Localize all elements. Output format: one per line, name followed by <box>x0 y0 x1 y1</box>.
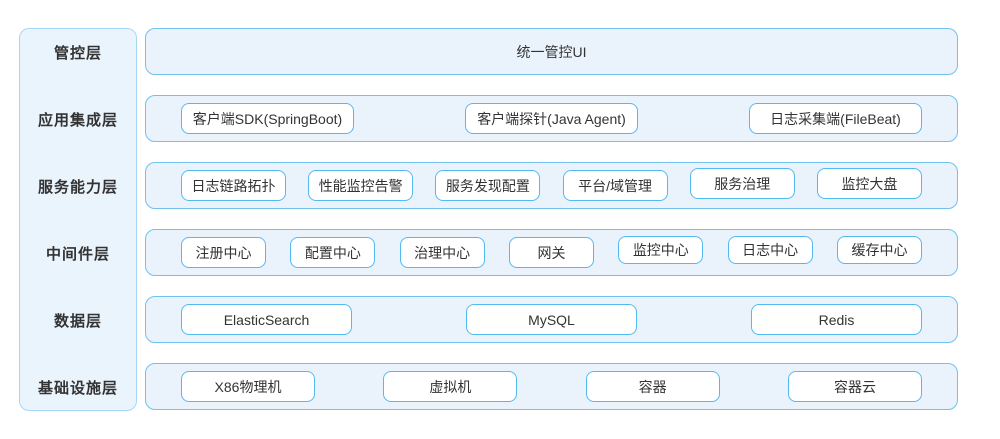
component-box: 虚拟机 <box>383 371 518 402</box>
layer-row-data: ElasticSearch MySQL Redis <box>145 296 958 343</box>
component-box: 注册中心 <box>181 237 266 268</box>
component-box: 日志采集端(FileBeat) <box>749 103 922 134</box>
layer-label-infrastructure: 基础设施层 <box>37 380 118 397</box>
component-box: 日志中心 <box>727 235 813 264</box>
component-box: 客户端SDK(SpringBoot) <box>181 103 354 134</box>
component-box: 网关 <box>508 237 594 268</box>
component-box: 容器云 <box>787 371 922 402</box>
layer-row-control: 统一管控UI <box>145 28 958 75</box>
layer-label-app-integration: 应用集成层 <box>37 112 118 129</box>
layer-label-data: 数据层 <box>53 313 102 330</box>
layer-label-service-capability: 服务能力层 <box>37 179 118 196</box>
layer-label-control: 管控层 <box>53 45 102 62</box>
layer-row-middleware: 注册中心 配置中心 治理中心 网关 监控中心 日志中心 缓存中心 <box>145 229 958 276</box>
layer-label-middleware: 中间件层 <box>45 246 110 263</box>
component-box: 容器 <box>585 371 720 402</box>
component-box: 日志链路拓扑 <box>181 170 286 201</box>
component-box: 监控中心 <box>618 235 704 264</box>
layer-labels-panel: 管控层 应用集成层 服务能力层 中间件层 数据层 基础设施层 <box>19 28 137 411</box>
component-box: X86物理机 <box>181 371 315 402</box>
component-box: 监控大盘 <box>816 168 922 199</box>
component-box: Redis <box>751 304 922 335</box>
layer-row-service-capability: 日志链路拓扑 性能监控告警 服务发现配置 平台/域管理 服务治理 监控大盘 <box>145 162 958 209</box>
component-unified-control-ui: 统一管控UI <box>516 43 587 60</box>
layer-row-infrastructure: X86物理机 虚拟机 容器 容器云 <box>145 363 958 410</box>
component-box: 服务治理 <box>689 168 795 199</box>
component-box: 配置中心 <box>290 237 376 268</box>
component-box: 平台/域管理 <box>562 170 668 201</box>
component-box: MySQL <box>466 304 637 335</box>
component-box: 服务发现配置 <box>435 170 541 201</box>
component-box: 治理中心 <box>399 237 485 268</box>
component-box: 客户端探针(Java Agent) <box>465 103 638 134</box>
component-box: ElasticSearch <box>181 304 352 335</box>
component-box: 性能监控告警 <box>308 170 414 201</box>
component-box: 缓存中心 <box>836 235 922 264</box>
layer-rows: 统一管控UI 客户端SDK(SpringBoot) 客户端探针(Java Age… <box>145 28 958 410</box>
layer-row-app-integration: 客户端SDK(SpringBoot) 客户端探针(Java Agent) 日志采… <box>145 95 958 142</box>
